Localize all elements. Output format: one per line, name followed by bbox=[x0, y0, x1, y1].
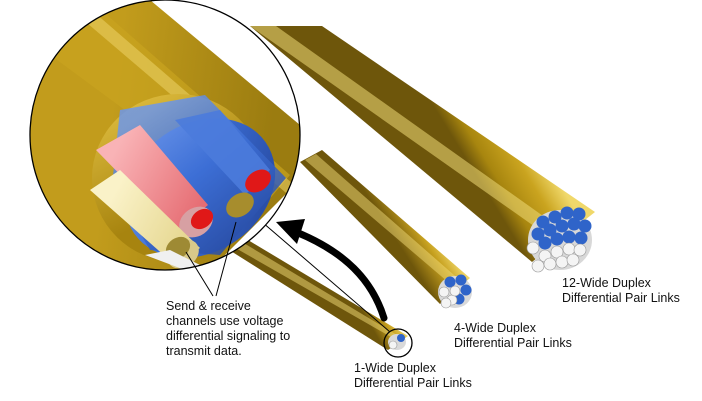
twelve-wide-label-line-2: Differential Pair Links bbox=[562, 291, 680, 305]
send-receive-label: Send & receive channels use voltage diff… bbox=[166, 299, 290, 359]
one-wide-zoom-ring bbox=[383, 328, 413, 358]
one-wide-label: 1-Wide Duplex Differential Pair Links bbox=[354, 361, 472, 391]
one-wide-label-line-2: Differential Pair Links bbox=[354, 376, 472, 390]
one-wide-cable bbox=[226, 240, 413, 358]
twelve-wide-cable bbox=[250, 26, 595, 273]
four-wide-cable bbox=[300, 150, 472, 309]
red-conductor-tip-2 bbox=[245, 169, 271, 193]
send-receive-line-1: Send & receive bbox=[166, 299, 251, 313]
twelve-wide-label-line-1: 12-Wide Duplex bbox=[562, 276, 651, 290]
four-wide-label: 4-Wide Duplex Differential Pair Links bbox=[454, 321, 572, 351]
callout-lines bbox=[185, 221, 237, 297]
four-wide-label-line-2: Differential Pair Links bbox=[454, 336, 572, 350]
four-wide-label-line-1: 4-Wide Duplex bbox=[454, 321, 536, 335]
red-conductor-tip bbox=[190, 208, 214, 230]
one-wide-label-line-1: 1-Wide Duplex bbox=[354, 361, 436, 375]
twelve-wide-label: 12-Wide Duplex Differential Pair Links bbox=[562, 276, 680, 306]
magnified-cable-inset bbox=[29, 0, 301, 271]
send-receive-line-2: channels use voltage bbox=[166, 314, 284, 328]
four-wide-wire-bundle bbox=[438, 274, 472, 309]
zoom-arrow bbox=[276, 219, 388, 322]
zoom-arrow-head bbox=[276, 219, 305, 244]
twelve-wide-wire-bundle bbox=[526, 206, 592, 273]
send-receive-line-4: transmit data. bbox=[166, 344, 242, 358]
magnifier-circle bbox=[29, 0, 301, 271]
magnifier-guide-line bbox=[261, 221, 391, 333]
send-receive-line-3: differential signaling to bbox=[166, 329, 291, 343]
olive-conductor-tip bbox=[226, 192, 254, 218]
